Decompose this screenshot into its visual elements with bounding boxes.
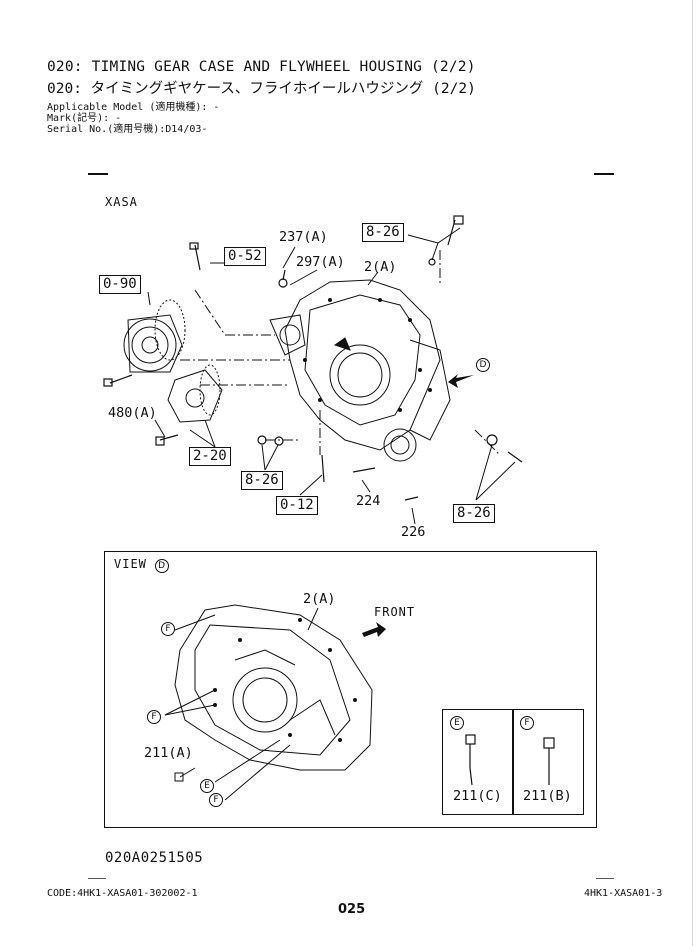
variant-label: XASA [105, 195, 138, 209]
part-480: 480(A) [108, 405, 157, 421]
detail-box-e: E 211(C) [442, 709, 514, 815]
part-226: 226 [401, 524, 426, 540]
ref-box-8-26-right: 8-26 [453, 504, 495, 523]
detail-f-part: 211(B) [523, 788, 572, 804]
front-label: FRONT [374, 605, 416, 619]
marker-e-bottom: E [200, 779, 214, 793]
page-edge [692, 0, 693, 946]
marker-f-bottom: F [209, 793, 223, 807]
ref-box-0-52: 0-52 [224, 247, 266, 266]
separator-dash-right [594, 173, 614, 175]
detail-e-mark: E [450, 716, 464, 730]
page-number: 025 [338, 902, 366, 917]
page-title-en: 020: TIMING GEAR CASE AND FLYWHEEL HOUSI… [47, 59, 476, 75]
view-d-panel [104, 551, 597, 828]
marker-f-mid: F [147, 710, 161, 724]
illustration-code: 020A0251505 [105, 850, 204, 866]
page-title-jp: 020: タイミングギヤケース、フライホイールハウジング (2/2) [47, 81, 476, 97]
serial-number: Serial No.(適用号機):D14/03- [47, 124, 208, 135]
view-title-mark: D [155, 559, 170, 573]
ref-box-8-26-mid: 8-26 [241, 471, 283, 490]
part-224: 224 [356, 493, 381, 509]
part-2: 2(A) [364, 259, 397, 275]
view-d-title: VIEW D [114, 557, 170, 573]
separator-dash-left [88, 173, 108, 175]
footer-rule-right [596, 878, 614, 879]
view-part-211: 211(A) [144, 745, 193, 761]
detail-e-part: 211(C) [453, 788, 502, 804]
ref-box-0-90: 0-90 [99, 275, 141, 294]
marker-f-top: F [161, 622, 175, 636]
detail-box-f: F 211(B) [512, 709, 584, 815]
part-297: 297(A) [296, 254, 345, 270]
footer-code: CODE:4HK1-XASA01-302002-1 [47, 888, 198, 899]
view-title-text: VIEW [114, 557, 147, 571]
applicable-model: Applicable Model (適用機種): - [47, 102, 220, 113]
footer-rule-left [88, 878, 106, 879]
detail-f-mark: F [520, 716, 534, 730]
footer-ref: 4HK1-XASA01-3 [584, 888, 663, 899]
view-d-marker: D [476, 358, 490, 372]
ref-box-2-20: 2-20 [189, 447, 231, 466]
mark-field: Mark(記号): - [47, 113, 122, 124]
ref-box-8-26-top: 8-26 [362, 223, 404, 242]
ref-box-0-12: 0-12 [276, 496, 318, 515]
part-237: 237(A) [279, 229, 328, 245]
view-part-2: 2(A) [303, 591, 336, 607]
